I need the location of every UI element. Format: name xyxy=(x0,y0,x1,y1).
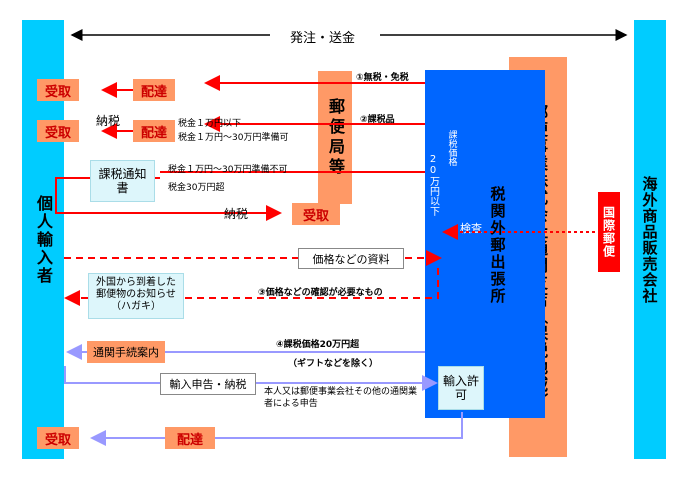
price-docs-text: 価格などの資料 xyxy=(312,252,390,266)
order-payment-label: 発注・送金 xyxy=(286,27,360,46)
route-2-label: ②課税品 xyxy=(360,115,395,125)
overseas-seller-label: 海外商品販売会社 xyxy=(640,175,659,304)
delivery-box-1: 配達 xyxy=(133,79,175,101)
inspection-label: 検査 xyxy=(460,222,482,235)
under-200k-label: 20万円以下 xyxy=(427,154,439,216)
route-2-note-2: 税金１万円〜30万円準備可 xyxy=(178,133,289,143)
agent-note: 本人又は郵便事業会社その他の通関業者による申告 xyxy=(264,386,424,410)
overseas-seller-bar: 海外商品販売会社 xyxy=(634,20,666,459)
route-3-label: ③価格などの確認が必要なもの xyxy=(258,288,383,298)
tax-notice-text: 課税通知書 xyxy=(98,167,147,195)
agent-note-text: 本人又は郵便事業会社その他の通関業者による申告 xyxy=(264,387,418,409)
route-4-sublabel: （ギフトなどを除く） xyxy=(288,359,379,369)
payment-label-1: 納税 xyxy=(96,114,121,128)
price-docs-box: 価格などの資料 xyxy=(298,248,404,269)
post-office-label: 郵便局等 xyxy=(326,97,345,178)
individual-importer-label: 個人輸入者 xyxy=(34,194,53,285)
delivery-box-2: 配達 xyxy=(133,120,175,142)
route-2-note-4: 税金30万円超 xyxy=(168,183,225,193)
import-permit-box: 輸入許可 xyxy=(438,366,484,410)
postcard-text: 外国から到着した郵便物のお知らせ（ハガキ） xyxy=(96,277,176,312)
intl-mail-label: 国際郵便 xyxy=(601,206,616,258)
route-2-arrow xyxy=(101,116,425,139)
customs-guide-box: 通関手続案内 xyxy=(87,341,165,363)
route-2-note-1: 税金１万円以下 xyxy=(178,119,242,129)
customs-office-label: 税関外郵出張所 xyxy=(488,185,507,305)
route-2-note-3: 税金１万円〜30万円準備不可 xyxy=(168,165,288,175)
receive-box-1: 受取 xyxy=(37,79,79,101)
taxable-price-label: 課税価格 xyxy=(446,130,457,166)
route-4-label: ④課税価格20万円超 xyxy=(276,340,360,350)
delivery-box-3: 配達 xyxy=(165,427,215,449)
intl-mail-box: 国際郵便 xyxy=(598,192,620,272)
receive-box-4: 受取 xyxy=(37,427,79,449)
customs-guide-text: 通関手続案内 xyxy=(93,346,159,359)
postcard-doc: 外国から到着した郵便物のお知らせ（ハガキ） xyxy=(88,273,184,319)
receive-box-2: 受取 xyxy=(37,120,79,142)
route-1-arrow xyxy=(101,75,425,98)
import-declaration-box: 輸入申告・納税 xyxy=(160,373,256,395)
import-permit-text: 輸入許可 xyxy=(443,374,480,402)
customs-office-box xyxy=(425,70,545,418)
receive-box-3: 受取 xyxy=(292,203,340,225)
tax-notice-doc: 課税通知書 xyxy=(90,160,155,202)
post-office-box: 郵便局等 xyxy=(318,71,352,204)
route-3-dashed xyxy=(64,250,442,306)
route-4-purple xyxy=(64,344,463,446)
route-1-label: ①無税・免税 xyxy=(356,73,409,83)
payment-label-2: 納税 xyxy=(224,207,249,221)
import-declaration-text: 輸入申告・納税 xyxy=(169,378,247,391)
